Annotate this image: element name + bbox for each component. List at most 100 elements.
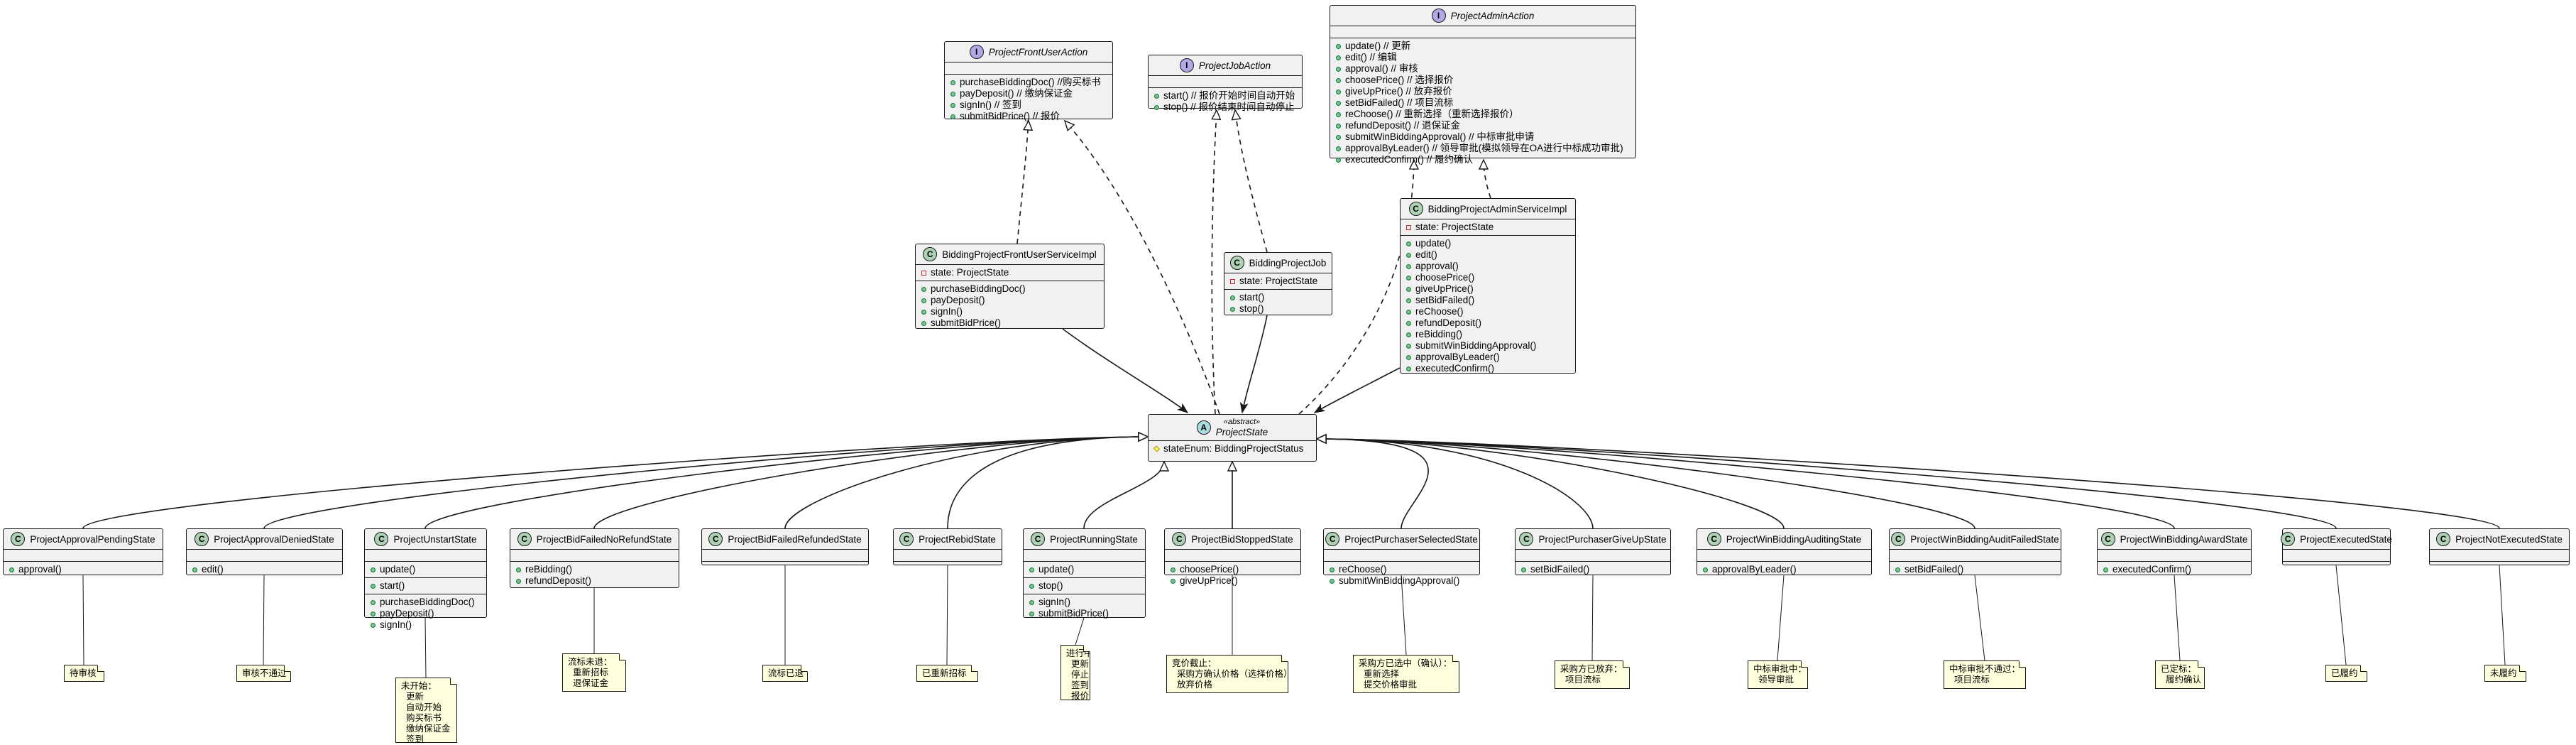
field-row: stateEnum: BiddingProjectStatus	[1153, 443, 1310, 455]
public-visibility-icon	[9, 567, 14, 572]
member-text: reBidding()	[525, 564, 573, 575]
public-visibility-icon	[950, 80, 955, 85]
class-methods: start()stop()	[1224, 289, 1332, 317]
class-methods	[2283, 561, 2390, 573]
public-visibility-icon	[1406, 354, 1411, 360]
member-text: payDeposit()	[380, 608, 434, 619]
method-row: submitWinBiddingApproval()	[1330, 575, 1474, 587]
class-methods	[702, 561, 868, 573]
method-row: submitWinBiddingApproval() // 中标审批申请	[1336, 131, 1630, 143]
method-row: submitBidPrice() // 报价	[950, 111, 1107, 122]
member-text: setBidFailed() // 项目流标	[1345, 97, 1454, 108]
member-text: approval()	[1415, 261, 1459, 271]
member-text: refundDeposit()	[1415, 317, 1482, 328]
realization-edge	[1065, 121, 1220, 415]
class-fields	[702, 549, 868, 561]
public-visibility-icon	[1406, 309, 1411, 315]
method-row: start()	[1230, 292, 1326, 303]
method-row: choosePrice()	[1171, 564, 1295, 575]
note-connector	[1075, 617, 1085, 646]
class-fields: state: ProjectState	[1401, 219, 1575, 235]
association-edge	[1062, 328, 1188, 413]
member-text: executedConfirm() // 履约确认	[1345, 154, 1474, 165]
public-visibility-icon	[1230, 306, 1235, 312]
note-connector	[1777, 575, 1785, 661]
public-visibility-icon	[1406, 343, 1411, 349]
class-methods: approvalByLeader()	[1697, 561, 1871, 577]
public-visibility-icon	[1406, 275, 1411, 281]
note-connector	[2174, 575, 2181, 661]
method-row: payDeposit()	[921, 295, 1098, 306]
member-text: stop()	[1239, 303, 1264, 314]
note-connector	[1974, 575, 1985, 661]
member-text: executedConfirm()	[1415, 363, 1495, 374]
public-visibility-icon	[921, 286, 926, 292]
generalization-edge	[1317, 439, 1975, 529]
class-fields	[2430, 549, 2569, 561]
class-methods	[2430, 561, 2569, 573]
method-row: stop()	[1029, 580, 1139, 592]
abstract-class-project-state: A «abstract» ProjectState stateEnum: Bid…	[1148, 414, 1317, 462]
interface-icon: I	[1431, 9, 1446, 23]
class-icon: C	[1891, 532, 1906, 546]
member-text: state: ProjectState	[1239, 276, 1318, 286]
class-fields	[1165, 549, 1300, 561]
abstract-class-icon: A	[1196, 420, 1211, 435]
member-text: approvalByLeader() // 领导审批(模拟领导在OA进行中标成功…	[1345, 143, 1623, 153]
class-icon: C	[517, 532, 532, 546]
member-text: start()	[380, 580, 405, 591]
note-connector	[2499, 565, 2506, 665]
class-methods: reChoose()submitWinBiddingApproval()	[1324, 561, 1479, 589]
public-visibility-icon	[1406, 263, 1411, 269]
public-visibility-icon	[1406, 286, 1411, 292]
public-visibility-icon	[921, 298, 926, 303]
class-icon: C	[1519, 532, 1534, 546]
class-icon: C	[2100, 532, 2115, 546]
state-note: 已定标： 履约确认	[2155, 660, 2205, 689]
public-visibility-icon	[1895, 567, 1900, 572]
public-visibility-icon	[1336, 112, 1341, 117]
public-visibility-icon	[1336, 55, 1341, 60]
member-text: refundDeposit()	[525, 575, 592, 586]
member-text: choosePrice()	[1415, 272, 1475, 283]
realization-edge	[1298, 160, 1414, 415]
field-row: state: ProjectState	[921, 267, 1098, 278]
method-row: update()	[371, 564, 481, 575]
public-visibility-icon	[1336, 66, 1341, 72]
generalization-edge	[424, 437, 1148, 529]
note-connector	[82, 575, 84, 665]
member-text: submitWinBiddingApproval()	[1339, 575, 1460, 586]
member-text: stop()	[1038, 580, 1063, 591]
public-visibility-icon	[1230, 295, 1235, 300]
member-text: choosePrice()	[1180, 564, 1239, 575]
method-row: submitBidPrice()	[1029, 608, 1139, 619]
interface-fields	[945, 62, 1112, 74]
member-text: setBidFailed()	[1904, 564, 1964, 575]
public-visibility-icon	[1406, 252, 1411, 258]
generalization-edge	[784, 437, 1148, 529]
note-connector	[424, 617, 427, 678]
member-text: reChoose()	[1415, 306, 1464, 317]
public-visibility-icon	[921, 320, 926, 326]
member-text: setBidFailed()	[1415, 295, 1475, 305]
public-visibility-icon	[516, 567, 521, 572]
member-text: edit()	[202, 564, 224, 575]
member-text: start() // 报价开始时间自动开始	[1163, 90, 1295, 101]
method-row: choosePrice() // 选择报价	[1336, 75, 1630, 86]
member-text: approval()	[18, 564, 62, 575]
class-methods: start()	[365, 577, 486, 594]
state-note: 进行中： 更新 停止 签到 报价	[1060, 645, 1090, 700]
realization-edge	[1212, 110, 1217, 415]
public-visibility-icon	[1406, 241, 1411, 246]
generalization-edge	[1317, 439, 1429, 529]
method-row: refundDeposit() // 退保证金	[1336, 120, 1630, 131]
member-text: stateEnum: BiddingProjectStatus	[1163, 443, 1304, 454]
public-visibility-icon	[371, 599, 376, 605]
class-methods: approval()	[4, 561, 163, 577]
class-methods: purchaseBiddingDoc()payDeposit()signIn()	[365, 594, 486, 633]
private-visibility-icon	[1230, 278, 1235, 284]
interface-fields	[1330, 26, 1635, 38]
